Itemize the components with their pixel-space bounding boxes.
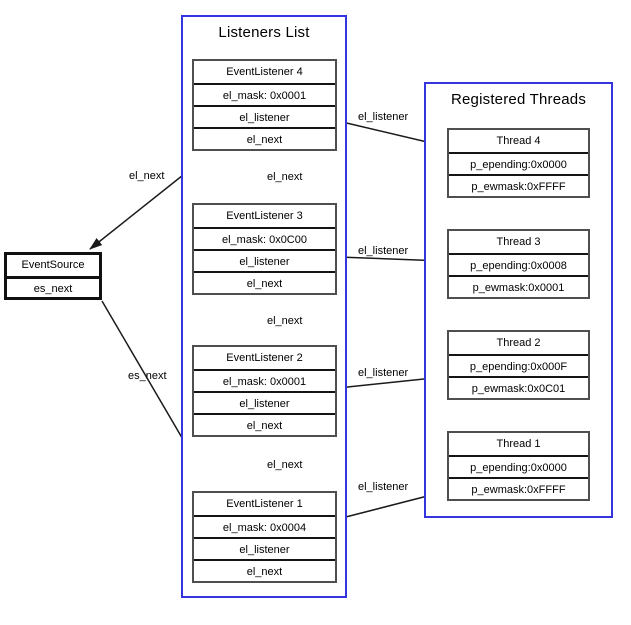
event-listener-3-node: EventListener 3 el_mask: 0x0C00 el_liste… <box>192 203 337 295</box>
node-title: Thread 2 <box>449 332 588 354</box>
event-listener-2-node: EventListener 2 el_mask: 0x0001 el_liste… <box>192 345 337 437</box>
p-epending-row: p_epending:0x000F <box>449 354 588 376</box>
el-listener-row: el_listener <box>194 249 335 271</box>
edge-label-el-next-2-to-3: el_next <box>267 315 303 327</box>
el-next-row: el_next <box>194 271 335 293</box>
el-next-row: el_next <box>194 559 335 581</box>
thread-1-node: Thread 1 p_epending:0x0000 p_ewmask:0xFF… <box>447 431 590 501</box>
edge-label-el-next-3-to-4: el_next <box>267 171 303 183</box>
node-title: EventListener 3 <box>194 205 335 227</box>
thread-4-node: Thread 4 p_epending:0x0000 p_ewmask:0xFF… <box>447 128 590 198</box>
event-listener-1-node: EventListener 1 el_mask: 0x0004 el_liste… <box>192 491 337 583</box>
p-epending-row: p_epending:0x0000 <box>449 152 588 174</box>
edge-label-el-next-to-source: el_next <box>129 170 165 182</box>
node-title: Thread 4 <box>449 130 588 152</box>
event-source-title: EventSource <box>7 255 99 276</box>
node-title: EventListener 2 <box>194 347 335 369</box>
el-mask-row: el_mask: 0x0004 <box>194 515 335 537</box>
el-next-row: el_next <box>194 413 335 435</box>
edge-label-el-listener-3: el_listener <box>358 245 409 257</box>
edge-label-el-listener-1: el_listener <box>358 481 409 493</box>
el-next-row: el_next <box>194 127 335 149</box>
el-listener-row: el_listener <box>194 391 335 413</box>
event-listener-4-node: EventListener 4 el_mask: 0x0001 el_liste… <box>192 59 337 151</box>
registered-threads-title: Registered Threads <box>450 91 587 108</box>
p-epending-row: p_epending:0x0008 <box>449 253 588 275</box>
el-mask-row: el_mask: 0x0001 <box>194 83 335 105</box>
node-title: EventListener 1 <box>194 493 335 515</box>
node-title: Thread 3 <box>449 231 588 253</box>
edge-label-el-listener-2: el_listener <box>358 367 409 379</box>
el-listener-row: el_listener <box>194 537 335 559</box>
p-ewmask-row: p_ewmask:0x0C01 <box>449 376 588 398</box>
node-title: EventListener 4 <box>194 61 335 83</box>
p-epending-row: p_epending:0x0000 <box>449 455 588 477</box>
thread-2-node: Thread 2 p_epending:0x000F p_ewmask:0x0C… <box>447 330 590 400</box>
edge-label-es-next: es_next <box>128 370 167 382</box>
event-source-es-next: es_next <box>7 276 99 297</box>
event-source-node: EventSource es_next <box>4 252 102 300</box>
edge-label-el-next-1-to-2: el_next <box>267 459 303 471</box>
p-ewmask-row: p_ewmask:0xFFFF <box>449 174 588 196</box>
p-ewmask-row: p_ewmask:0xFFFF <box>449 477 588 499</box>
edge-label-el-listener-4: el_listener <box>358 111 409 123</box>
el-mask-row: el_mask: 0x0C00 <box>194 227 335 249</box>
p-ewmask-row: p_ewmask:0x0001 <box>449 275 588 297</box>
listeners-list-title: Listeners List <box>218 24 310 41</box>
el-listener-row: el_listener <box>194 105 335 127</box>
node-title: Thread 1 <box>449 433 588 455</box>
el-mask-row: el_mask: 0x0001 <box>194 369 335 391</box>
thread-3-node: Thread 3 p_epending:0x0008 p_ewmask:0x00… <box>447 229 590 299</box>
